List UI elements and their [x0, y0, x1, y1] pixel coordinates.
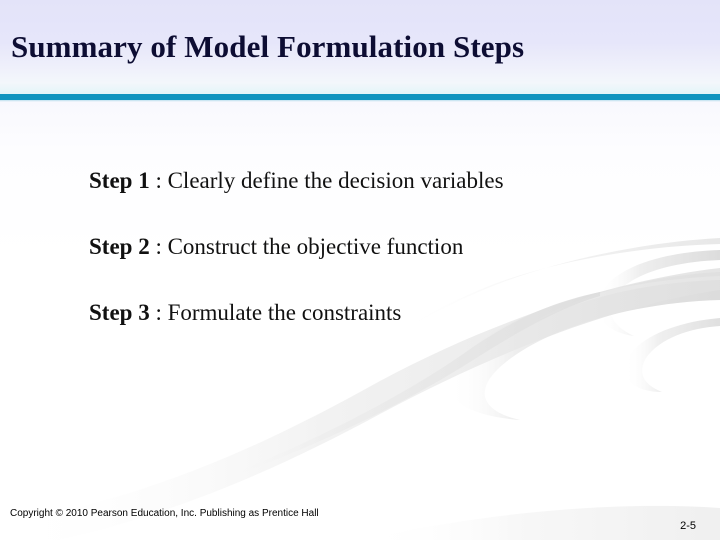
step-3-separator: :: [149, 300, 168, 325]
title-header-band: [0, 0, 720, 94]
list-item-step-3: Step 3 : Formulate the constraints: [89, 298, 689, 364]
step-3-label: Step 3: [89, 300, 150, 325]
step-2-separator: :: [149, 234, 168, 259]
page-number: 2-5: [680, 520, 696, 532]
step-2-label: Step 2: [89, 234, 150, 259]
step-1-separator: :: [149, 168, 168, 193]
list-item-step-1: Step 1 : Clearly define the decision var…: [89, 166, 689, 232]
page-title: Summary of Model Formulation Steps: [11, 28, 525, 64]
header-accent-rule: [0, 94, 720, 100]
step-1-label: Step 1: [89, 168, 150, 193]
step-1-text: Clearly define the decision variables: [167, 168, 504, 193]
steps-list: Step 1 : Clearly define the decision var…: [89, 166, 689, 364]
step-2-text: Construct the objective function: [167, 234, 464, 259]
list-item-step-2: Step 2 : Construct the objective functio…: [89, 232, 689, 298]
copyright-notice: Copyright © 2010 Pearson Education, Inc.…: [10, 508, 319, 519]
step-3-text: Formulate the constraints: [167, 300, 402, 325]
header-accent-rule-shadow: [0, 100, 720, 102]
